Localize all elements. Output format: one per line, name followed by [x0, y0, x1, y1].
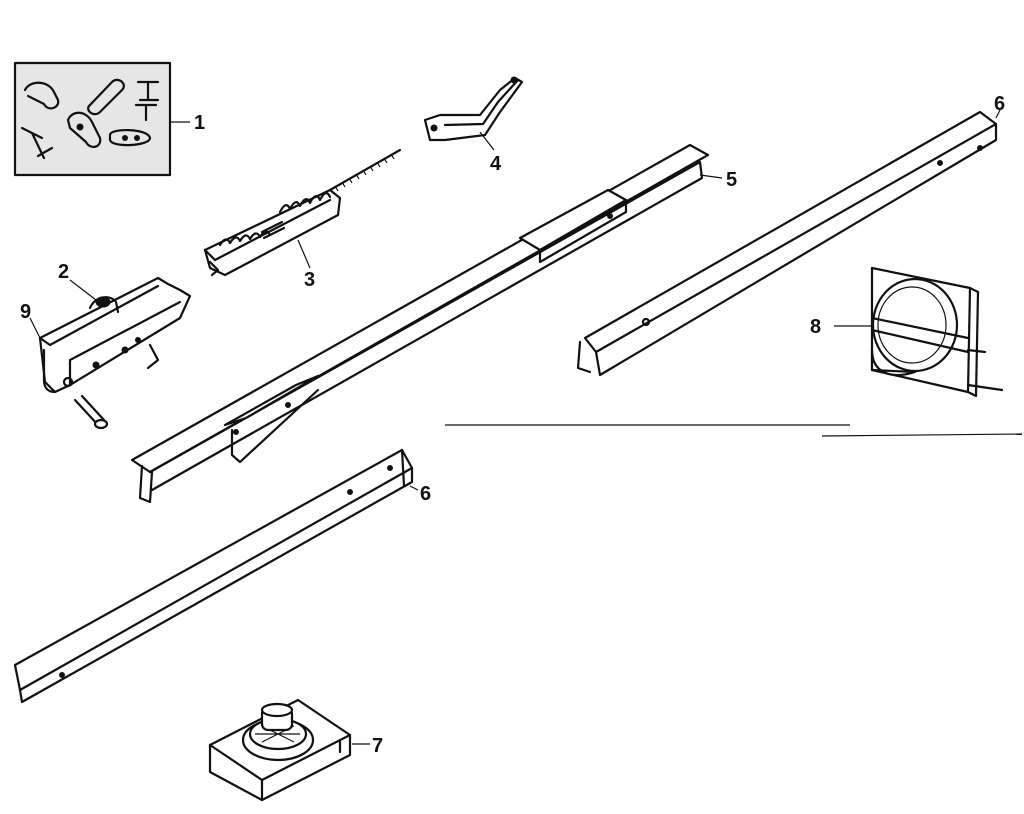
part-6-lower-rail: [13, 448, 419, 704]
part-2-trolley: [29, 276, 192, 430]
callout-3: 3: [304, 269, 315, 291]
callout-1: 1: [194, 112, 205, 134]
part-1-hardware-bag: [13, 61, 190, 177]
callout-5: 5: [726, 169, 737, 191]
part-4-bracket: [423, 76, 524, 151]
callout-2: 2: [58, 261, 69, 283]
callout-6-upper: 6: [994, 93, 1005, 115]
callout-8: 8: [810, 316, 821, 338]
part-6-upper-rail: [576, 109, 1001, 377]
part-3-spring-assembly: [203, 148, 402, 277]
part-8-disc-bracket: [834, 266, 1004, 398]
callout-4: 4: [490, 153, 502, 175]
scan-artifacts: [445, 424, 1023, 437]
callout-6-lower: 6: [420, 483, 431, 505]
part-7-pulley-bracket: [208, 698, 370, 802]
part-5-center-rail: [130, 143, 723, 504]
callout-7: 7: [372, 735, 383, 757]
callout-9: 9: [20, 301, 31, 323]
